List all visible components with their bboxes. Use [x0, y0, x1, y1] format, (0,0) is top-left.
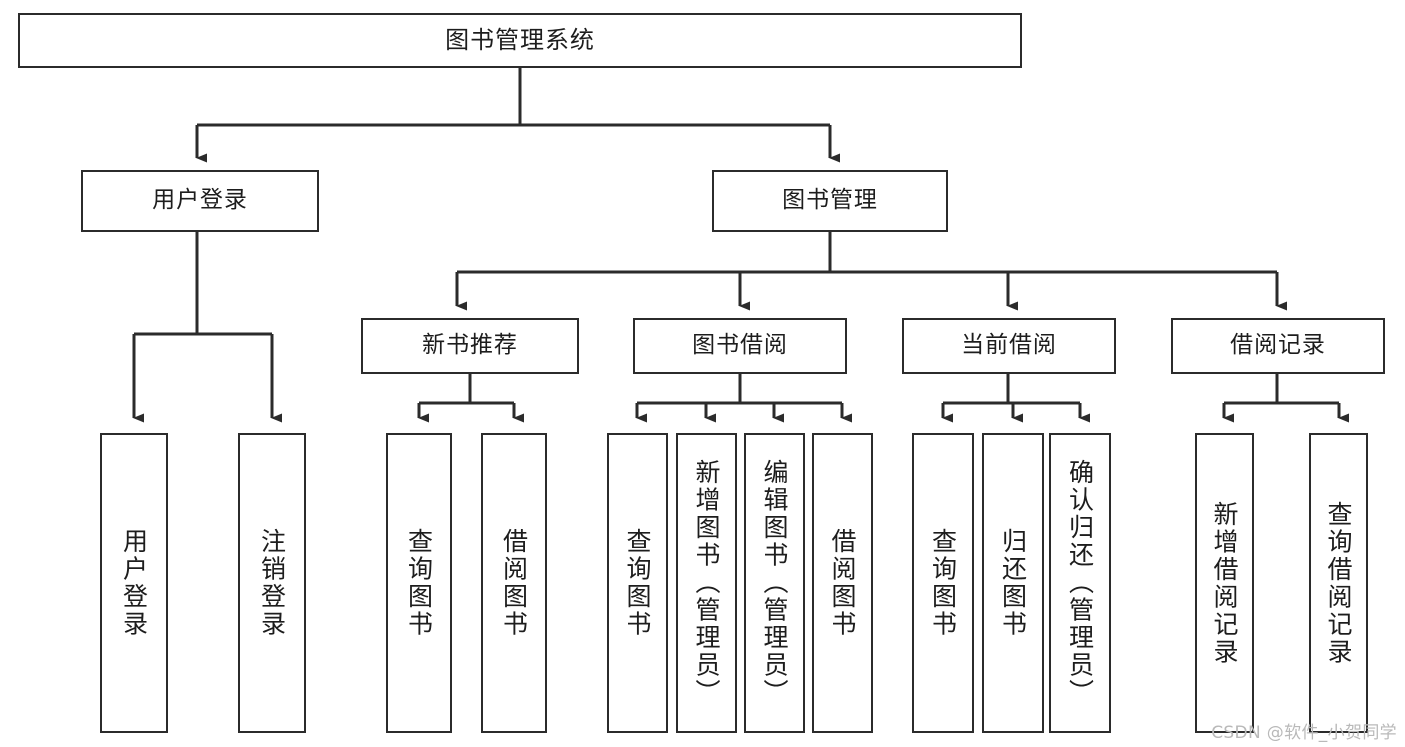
leaf-return-book[interactable]: 归还图书	[982, 433, 1044, 733]
node-label: 查询图书	[928, 528, 958, 638]
leaf-borrow-book-recommend[interactable]: 借阅图书	[481, 433, 547, 733]
node-label: 归还图书	[998, 528, 1028, 638]
leaf-borrow-book[interactable]: 借阅图书	[812, 433, 873, 733]
leaf-logout[interactable]: 注销登录	[238, 433, 306, 733]
leaf-query-book-recommend[interactable]: 查询图书	[386, 433, 452, 733]
node-book-management[interactable]: 图书管理	[712, 170, 948, 232]
leaf-query-borrow-record[interactable]: 查询借阅记录	[1309, 433, 1368, 733]
node-label: 当前借阅	[961, 332, 1057, 359]
node-label: 借阅图书	[828, 528, 857, 638]
node-current-borrow[interactable]: 当前借阅	[902, 318, 1116, 374]
node-label: 查询图书	[404, 528, 434, 638]
node-user-login[interactable]: 用户登录	[81, 170, 319, 232]
leaf-add-book[interactable]: 新增图书（管理员）	[676, 433, 737, 733]
node-label: 图书管理	[782, 187, 878, 214]
node-label: 用户登录	[152, 187, 248, 214]
node-label: 编辑图书（管理员）	[760, 459, 789, 707]
node-label: 借阅图书	[499, 528, 529, 638]
leaf-query-book-borrow[interactable]: 查询图书	[607, 433, 668, 733]
node-label: 用户登录	[119, 528, 149, 638]
node-label: 借阅记录	[1230, 332, 1326, 359]
node-label: 图书管理系统	[445, 26, 595, 55]
node-label: 新书推荐	[422, 332, 518, 359]
leaf-query-book-current[interactable]: 查询图书	[912, 433, 974, 733]
node-label: 查询借阅记录	[1324, 500, 1353, 666]
node-new-book-recommend[interactable]: 新书推荐	[361, 318, 579, 374]
node-label: 新增借阅记录	[1210, 500, 1239, 666]
leaf-confirm-return[interactable]: 确认归还（管理员）	[1049, 433, 1111, 733]
node-book-management-system[interactable]: 图书管理系统	[18, 13, 1022, 68]
node-label: 图书借阅	[692, 332, 788, 359]
node-label: 注销登录	[257, 528, 287, 638]
node-book-borrow[interactable]: 图书借阅	[633, 318, 847, 374]
leaf-add-borrow-record[interactable]: 新增借阅记录	[1195, 433, 1254, 733]
leaf-edit-book[interactable]: 编辑图书（管理员）	[744, 433, 805, 733]
node-label: 查询图书	[623, 528, 652, 638]
node-label: 确认归还（管理员）	[1065, 459, 1095, 707]
node-label: 新增图书（管理员）	[692, 459, 721, 707]
leaf-user-login[interactable]: 用户登录	[100, 433, 168, 733]
node-borrow-record[interactable]: 借阅记录	[1171, 318, 1385, 374]
